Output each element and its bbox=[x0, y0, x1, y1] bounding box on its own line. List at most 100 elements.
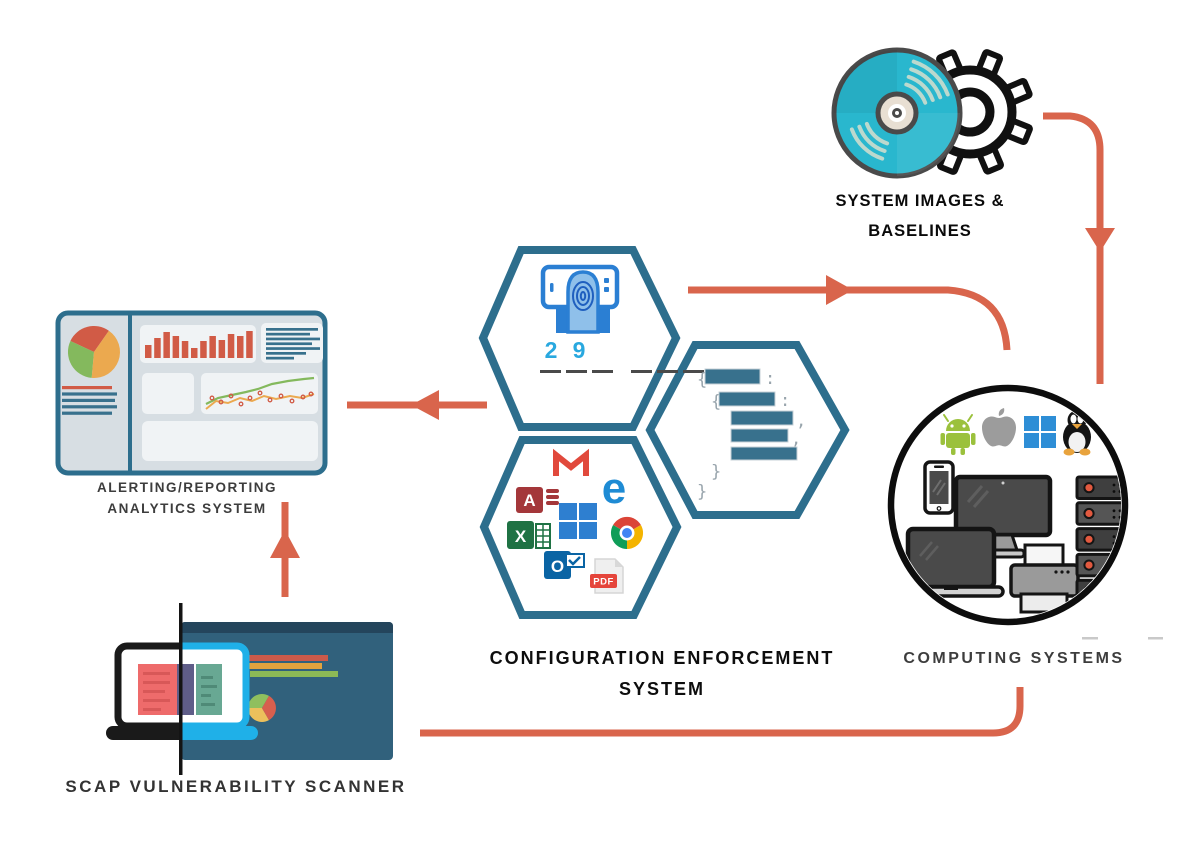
report-text-line bbox=[266, 352, 306, 355]
svg-text:A: A bbox=[523, 491, 535, 510]
printer-icon bbox=[1009, 543, 1080, 614]
passcode-blank bbox=[540, 370, 561, 373]
windows-icon bbox=[559, 503, 597, 539]
svg-text:PDF: PDF bbox=[593, 577, 614, 588]
svg-text::: : bbox=[780, 391, 790, 411]
config-enforcement-label: CONFIGURATION ENFORCEMENT SYSTEM bbox=[489, 648, 835, 699]
dashboard-bar bbox=[172, 336, 180, 358]
dashboard-bar bbox=[218, 340, 226, 358]
flow-arrows bbox=[270, 112, 1115, 737]
server-dot bbox=[1112, 483, 1116, 487]
scan-split-line bbox=[179, 603, 183, 775]
svg-text:X: X bbox=[515, 527, 527, 546]
code-snippet-icon: { : { : , , } } bbox=[697, 368, 806, 502]
chrome-icon bbox=[610, 516, 644, 550]
chart-marker bbox=[238, 401, 244, 407]
system-images-label: SYSTEM IMAGES & BASELINES bbox=[835, 192, 1005, 240]
server-dot bbox=[1118, 586, 1121, 590]
passcode-blank bbox=[683, 370, 704, 373]
svg-text:{: { bbox=[697, 370, 707, 390]
managed-apps-icons: e A X bbox=[507, 448, 644, 594]
sidebar-text-line bbox=[62, 392, 117, 396]
svg-text:}: } bbox=[697, 482, 707, 502]
disc-icon bbox=[831, 47, 963, 179]
laptop-icon bbox=[897, 526, 1005, 598]
passcode-digit: 9 bbox=[573, 337, 586, 363]
report-text-line bbox=[266, 337, 320, 341]
dashboard-bar bbox=[237, 336, 244, 358]
apple-icon bbox=[982, 408, 1016, 447]
mobile-fingerprint-icon bbox=[540, 264, 620, 334]
server-led bbox=[1083, 482, 1095, 494]
scan-result-bar bbox=[250, 671, 338, 677]
dashboard-bar bbox=[200, 341, 207, 358]
hexagon-passcode bbox=[478, 246, 681, 431]
server-dot bbox=[1112, 593, 1116, 597]
arrowhead-left-icon bbox=[411, 390, 439, 420]
dashboard-bar bbox=[209, 336, 216, 358]
smartphone-icon bbox=[923, 460, 955, 515]
chart-marker bbox=[218, 399, 224, 405]
scan-result-bar bbox=[248, 655, 328, 661]
dashboard-bar bbox=[227, 334, 235, 358]
android-icon bbox=[940, 414, 976, 455]
passcode-blank bbox=[631, 370, 652, 373]
arrowhead-right-icon bbox=[826, 275, 853, 305]
dashboard-bar bbox=[163, 332, 170, 358]
edge-icon: e bbox=[602, 464, 626, 513]
scap-scanner-node bbox=[106, 603, 393, 775]
dashboard-bar bbox=[181, 341, 189, 358]
report-text-line bbox=[266, 347, 320, 350]
server-dot bbox=[1112, 490, 1116, 493]
server-dot bbox=[1118, 567, 1121, 571]
pie-chart-icon bbox=[67, 325, 120, 379]
line-chart-icon bbox=[205, 376, 315, 410]
tick-dash bbox=[1082, 637, 1098, 640]
server-led bbox=[1083, 507, 1095, 520]
scap-label: SCAP VULNERABILITY SCANNER bbox=[65, 777, 407, 796]
server-dot bbox=[1118, 509, 1121, 513]
desktop-monitor-icon bbox=[953, 474, 1053, 559]
passcode-entry: 2 9 bbox=[540, 337, 704, 373]
dashboard-bar bbox=[145, 345, 152, 358]
svg-text::: : bbox=[765, 369, 775, 389]
tick-dash bbox=[1148, 637, 1163, 640]
excel-icon: X bbox=[507, 521, 551, 549]
scan-pie-icon bbox=[248, 694, 276, 722]
chart-marker bbox=[278, 393, 284, 399]
report-text-line bbox=[266, 328, 318, 331]
server-dot bbox=[1112, 509, 1116, 513]
chart-marker bbox=[289, 398, 295, 404]
chart-marker bbox=[247, 395, 253, 401]
windows-os-icon bbox=[1024, 416, 1056, 448]
passcode-blank bbox=[657, 370, 678, 373]
sidebar-text-line bbox=[62, 398, 115, 402]
bar-chart-icon bbox=[145, 331, 253, 358]
passcode-digit: 2 bbox=[545, 337, 558, 363]
server-led bbox=[1083, 559, 1095, 571]
svg-text:{: { bbox=[711, 392, 721, 412]
computing-systems-label: COMPUTING SYSTEMS bbox=[903, 650, 1125, 667]
analytics-label: ALERTING/REPORTING ANALYTICS SYSTEM bbox=[96, 480, 277, 516]
configuration-enforcement-cluster: 2 9 { : { : , , } } e A bbox=[478, 246, 850, 619]
chart-marker bbox=[257, 390, 263, 396]
passcode-blank bbox=[592, 370, 613, 373]
chart-marker bbox=[308, 391, 314, 397]
server-dot bbox=[1118, 593, 1121, 597]
passcode-blanks bbox=[540, 370, 704, 373]
gmail-icon bbox=[553, 448, 589, 476]
report-text-line bbox=[266, 342, 312, 346]
scan-result-bars bbox=[248, 655, 338, 677]
server-dot bbox=[1112, 567, 1116, 571]
linux-tux-icon bbox=[1063, 410, 1091, 456]
line-computing-to-scap bbox=[420, 687, 1024, 737]
dashboard-bar bbox=[154, 338, 161, 358]
arrow-config-to-computing bbox=[688, 286, 1011, 351]
report-text-line bbox=[266, 332, 310, 336]
window-titlebar bbox=[181, 622, 393, 633]
arrow-images-to-computing bbox=[1043, 112, 1104, 384]
sidebar-text-line bbox=[62, 411, 112, 415]
access-icon: A bbox=[516, 487, 559, 513]
sidebar-text-line bbox=[62, 405, 117, 409]
